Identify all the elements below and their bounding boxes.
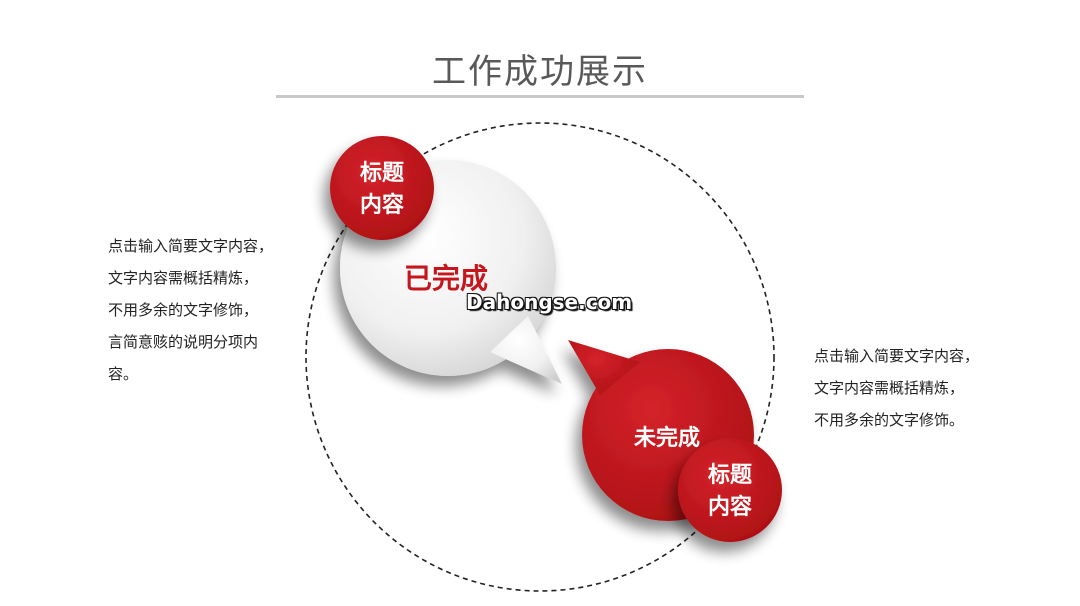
watermark: Dahongse.com	[466, 290, 633, 314]
pending-label: 未完成	[634, 426, 701, 451]
title-divider	[276, 95, 804, 98]
bottom-badge-label: 标题 内容	[680, 460, 780, 524]
completed-label: 已完成	[404, 262, 489, 295]
right-description-line: 文字内容需概括精炼，	[814, 379, 965, 397]
top-badge-line2: 内容	[359, 193, 404, 218]
left-description-line: 言简意赅的说明分项内	[108, 333, 259, 351]
left-description-line: 容。	[108, 365, 139, 383]
right-description-line: 不用多余的文字修饰。	[814, 411, 965, 429]
left-description-line: 点击输入简要文字内容，	[108, 237, 274, 255]
dashed-ring	[305, 122, 775, 592]
page-title: 工作成功展示	[432, 52, 648, 92]
top-badge-label: 标题 内容	[332, 158, 432, 222]
bottom-badge-line1: 标题	[707, 463, 752, 488]
left-description-line: 不用多余的文字修饰，	[108, 301, 259, 319]
right-description-line: 点击输入简要文字内容，	[814, 347, 980, 365]
top-badge	[330, 136, 434, 240]
right-description: 点击输入简要文字内容， 文字内容需概括精炼， 不用多余的文字修饰。	[814, 340, 979, 436]
bottom-badge	[678, 438, 782, 542]
bottom-badge-line2: 内容	[707, 495, 752, 520]
left-description-line: 文字内容需概括精炼，	[108, 269, 259, 287]
left-description: 点击输入简要文字内容， 文字内容需概括精炼， 不用多余的文字修饰， 言简意赅的说…	[108, 230, 273, 390]
top-badge-line1: 标题	[359, 161, 404, 186]
